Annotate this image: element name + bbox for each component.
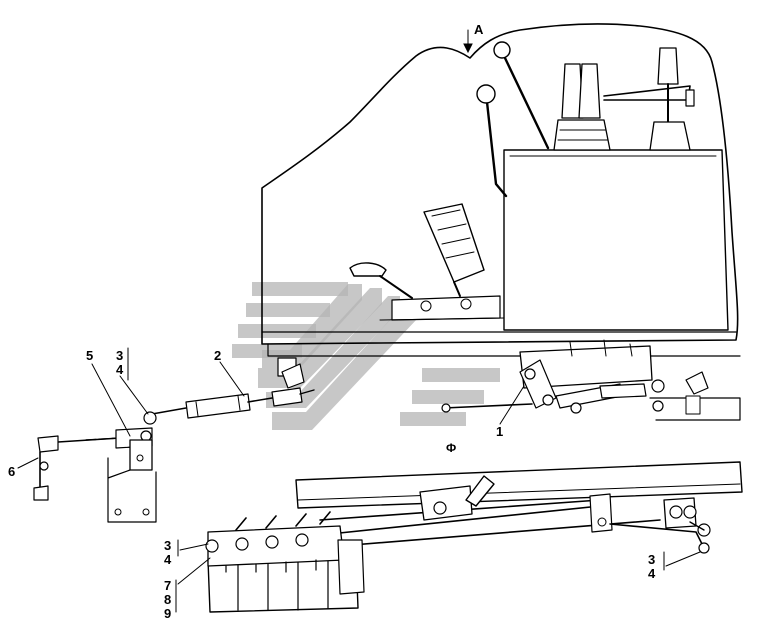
valve-block — [205, 511, 365, 613]
callout-right-3: 3 — [648, 552, 655, 567]
callout-1: 1 — [496, 424, 503, 439]
pedals — [349, 203, 505, 321]
callout-2: 2 — [214, 348, 221, 363]
cabin — [261, 23, 741, 357]
callout-left-9: 9 — [164, 606, 171, 621]
lower-frame — [295, 461, 743, 554]
watermark-logo — [232, 282, 500, 430]
left-bracket-assembly — [33, 411, 157, 523]
callout-top-3: 3 — [116, 348, 123, 363]
callout-5: 5 — [86, 348, 93, 363]
phi-label: Ф — [446, 441, 456, 455]
leader-lines — [17, 29, 701, 613]
callout-left-3: 3 — [164, 538, 171, 553]
callout-left-8: 8 — [164, 592, 171, 607]
callout-right-4: 4 — [648, 566, 656, 581]
callout-left-7: 7 — [164, 578, 171, 593]
view-label-a: A — [474, 22, 484, 37]
rod-2-linkage — [151, 357, 315, 419]
callout-top-4: 4 — [116, 362, 124, 377]
callout-left-4: 4 — [164, 552, 172, 567]
callout-6: 6 — [8, 464, 15, 479]
control-levers — [476, 41, 695, 198]
rod-1-linkage — [441, 339, 741, 421]
